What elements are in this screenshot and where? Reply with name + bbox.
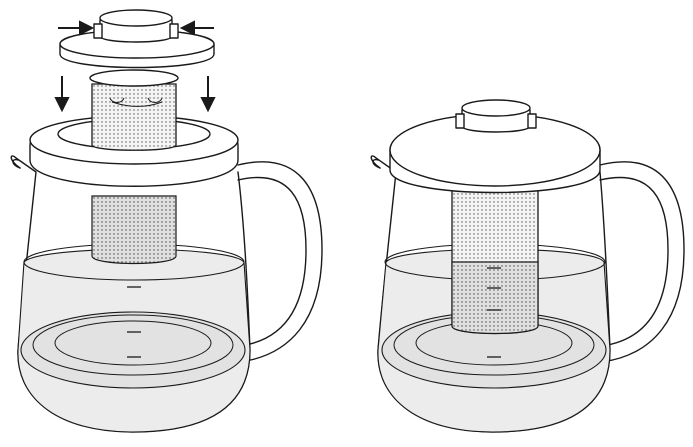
kettle-handle-right [599, 161, 685, 363]
infuser-basket-left [91, 83, 177, 151]
panel-assembled-teapot [370, 99, 685, 433]
kettle-handle-left [237, 161, 323, 363]
press-arrow-right-icon [179, 20, 214, 36]
base-plate-left [20, 311, 246, 389]
insert-arrow-down-left-icon [54, 76, 70, 113]
insert-arrow-down-right-icon [200, 76, 216, 113]
panel-assembly-step [10, 9, 323, 433]
press-arrow-left-icon [58, 20, 95, 36]
